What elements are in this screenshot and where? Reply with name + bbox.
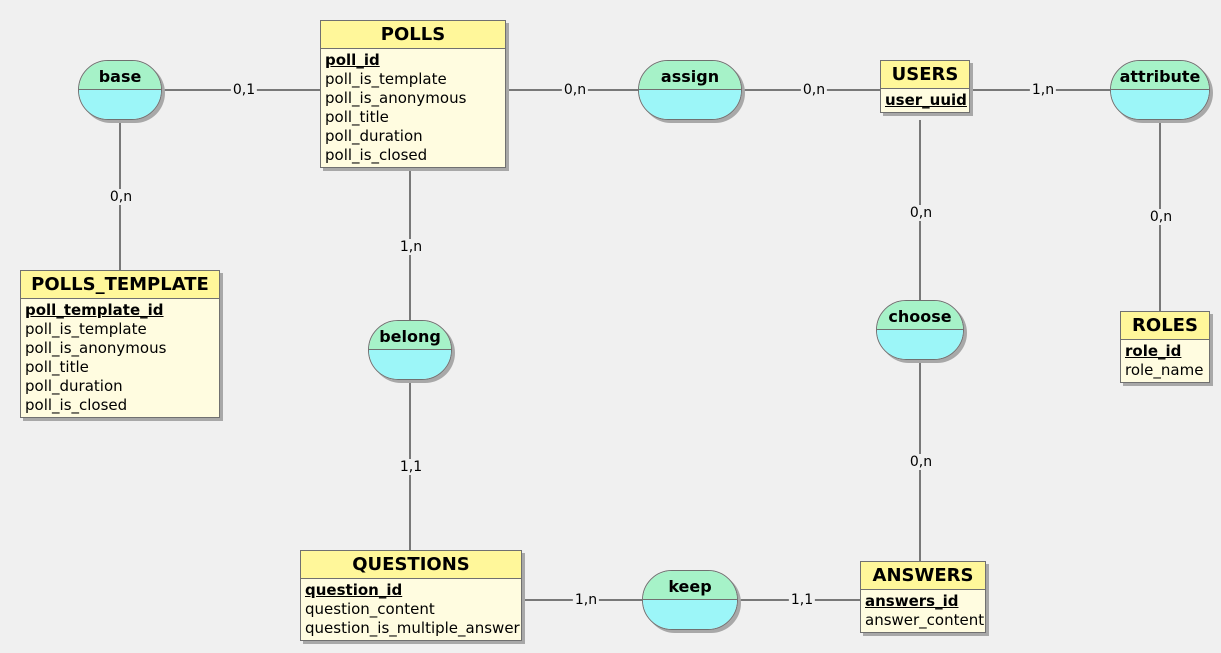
- primary-key-attribute: answers_id: [865, 592, 959, 610]
- attribute: poll_is_anonymous: [325, 89, 467, 107]
- attribute: poll_duration: [325, 127, 423, 145]
- attribute: role_name: [1125, 361, 1204, 379]
- association-belong[interactable]: belong: [368, 320, 452, 380]
- cardinality-label: 1,n: [397, 239, 425, 255]
- entity-title: USERS: [881, 61, 969, 89]
- attribute: poll_is_anonymous: [25, 339, 167, 357]
- attribute: poll_is_template: [325, 70, 447, 88]
- cardinality-label: 0,n: [561, 82, 589, 98]
- association-label: belong: [369, 321, 451, 350]
- entity-title: POLLS: [321, 21, 505, 49]
- cardinality-label: 1,n: [1029, 82, 1057, 98]
- primary-key-attribute: poll_id: [325, 51, 380, 69]
- attribute: poll_title: [325, 108, 389, 126]
- cardinality-label: 1,1: [788, 592, 816, 608]
- association-lower: [639, 90, 741, 119]
- association-label: keep: [643, 571, 737, 600]
- entity-title: QUESTIONS: [301, 551, 521, 579]
- association-lower: [877, 330, 963, 359]
- attribute: poll_is_closed: [25, 396, 128, 414]
- association-lower: [643, 600, 737, 629]
- association-lower: [1111, 90, 1209, 119]
- cardinality-label: 0,n: [907, 205, 935, 221]
- entity-users[interactable]: USERS user_uuid: [880, 60, 970, 113]
- primary-key-attribute: user_uuid: [885, 91, 967, 109]
- attribute: poll_duration: [25, 377, 123, 395]
- cardinality-label: 0,n: [1147, 209, 1175, 225]
- association-label: attribute: [1111, 61, 1209, 90]
- association-label: base: [79, 61, 161, 90]
- attribute: answer_content: [865, 611, 985, 629]
- cardinality-label: 0,1: [230, 82, 258, 98]
- attribute: question_content: [305, 600, 435, 618]
- primary-key-attribute: question_id: [305, 581, 403, 599]
- association-lower: [79, 90, 161, 119]
- cardinality-label: 1,1: [397, 459, 425, 475]
- entity-attributes: user_uuid: [881, 89, 969, 112]
- primary-key-attribute: poll_template_id: [25, 301, 164, 319]
- attribute: poll_is_closed: [325, 146, 428, 164]
- association-choose[interactable]: choose: [876, 300, 964, 360]
- association-base[interactable]: base: [78, 60, 162, 120]
- cardinality-label: 0,n: [907, 454, 935, 470]
- association-attribute[interactable]: attribute: [1110, 60, 1210, 120]
- cardinality-label: 0,n: [800, 82, 828, 98]
- association-lower: [369, 350, 451, 379]
- entity-title: POLLS_TEMPLATE: [21, 271, 219, 299]
- association-keep[interactable]: keep: [642, 570, 738, 630]
- association-label: choose: [877, 301, 963, 330]
- attribute: poll_is_template: [25, 320, 147, 338]
- primary-key-attribute: role_id: [1125, 342, 1182, 360]
- association-label: assign: [639, 61, 741, 90]
- attribute: poll_title: [25, 358, 89, 376]
- entity-title: ANSWERS: [861, 562, 985, 590]
- association-assign[interactable]: assign: [638, 60, 742, 120]
- cardinality-label: 0,n: [107, 189, 135, 205]
- attribute: question_is_multiple_answer: [305, 619, 520, 637]
- cardinality-label: 1,n: [572, 592, 600, 608]
- entity-title: ROLES: [1121, 312, 1209, 340]
